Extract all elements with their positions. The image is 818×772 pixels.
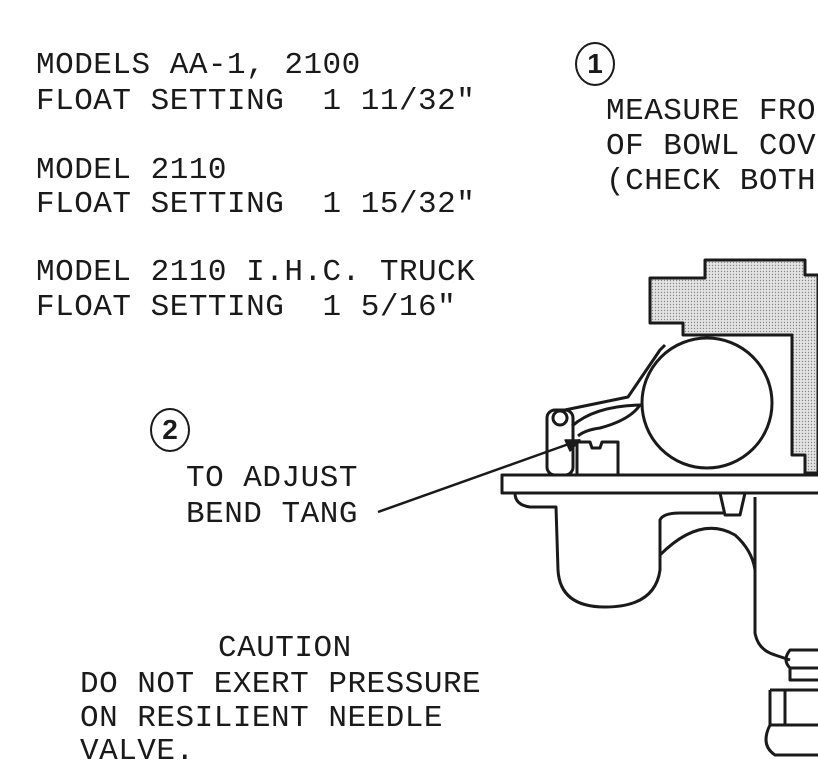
- float-lever: [559, 343, 667, 438]
- caution-text: VALVE.: [80, 734, 195, 769]
- caution-title: CAUTION: [218, 631, 352, 666]
- step-1-badge: 1: [575, 42, 615, 86]
- float-setting: FLOAT SETTING 1 15/32": [36, 187, 476, 222]
- model-label: MODEL 2110: [36, 153, 228, 188]
- step-1-text: (CHECK BOTH: [606, 164, 817, 199]
- float-setting: FLOAT SETTING 1 5/16": [36, 290, 457, 325]
- float-setting: FLOAT SETTING 1 11/32": [36, 84, 476, 119]
- model-label: MODELS AA-1, 2100: [36, 48, 361, 83]
- step-2-text: TO ADJUST: [186, 461, 358, 496]
- bowl-body: [513, 492, 791, 662]
- step-1-text: OF BOWL COV: [606, 129, 817, 164]
- float: [640, 336, 774, 470]
- caution-text: DO NOT EXERT PRESSURE: [80, 667, 482, 702]
- model-label: MODEL 2110 I.H.C. TRUCK: [36, 255, 476, 290]
- bowl-cover: [648, 258, 818, 475]
- step-2-badge: 2: [150, 408, 190, 452]
- adjust-arrow: [377, 438, 581, 514]
- step-1-text: MEASURE FRO: [606, 94, 817, 129]
- fuel-inlet: [764, 648, 818, 757]
- needle-seat: [575, 440, 620, 475]
- caution-text: ON RESILIENT NEEDLE: [80, 701, 443, 736]
- pivot-pin: [551, 409, 569, 427]
- step-2-text: BEND TANG: [186, 497, 358, 532]
- base-plate: [500, 473, 818, 495]
